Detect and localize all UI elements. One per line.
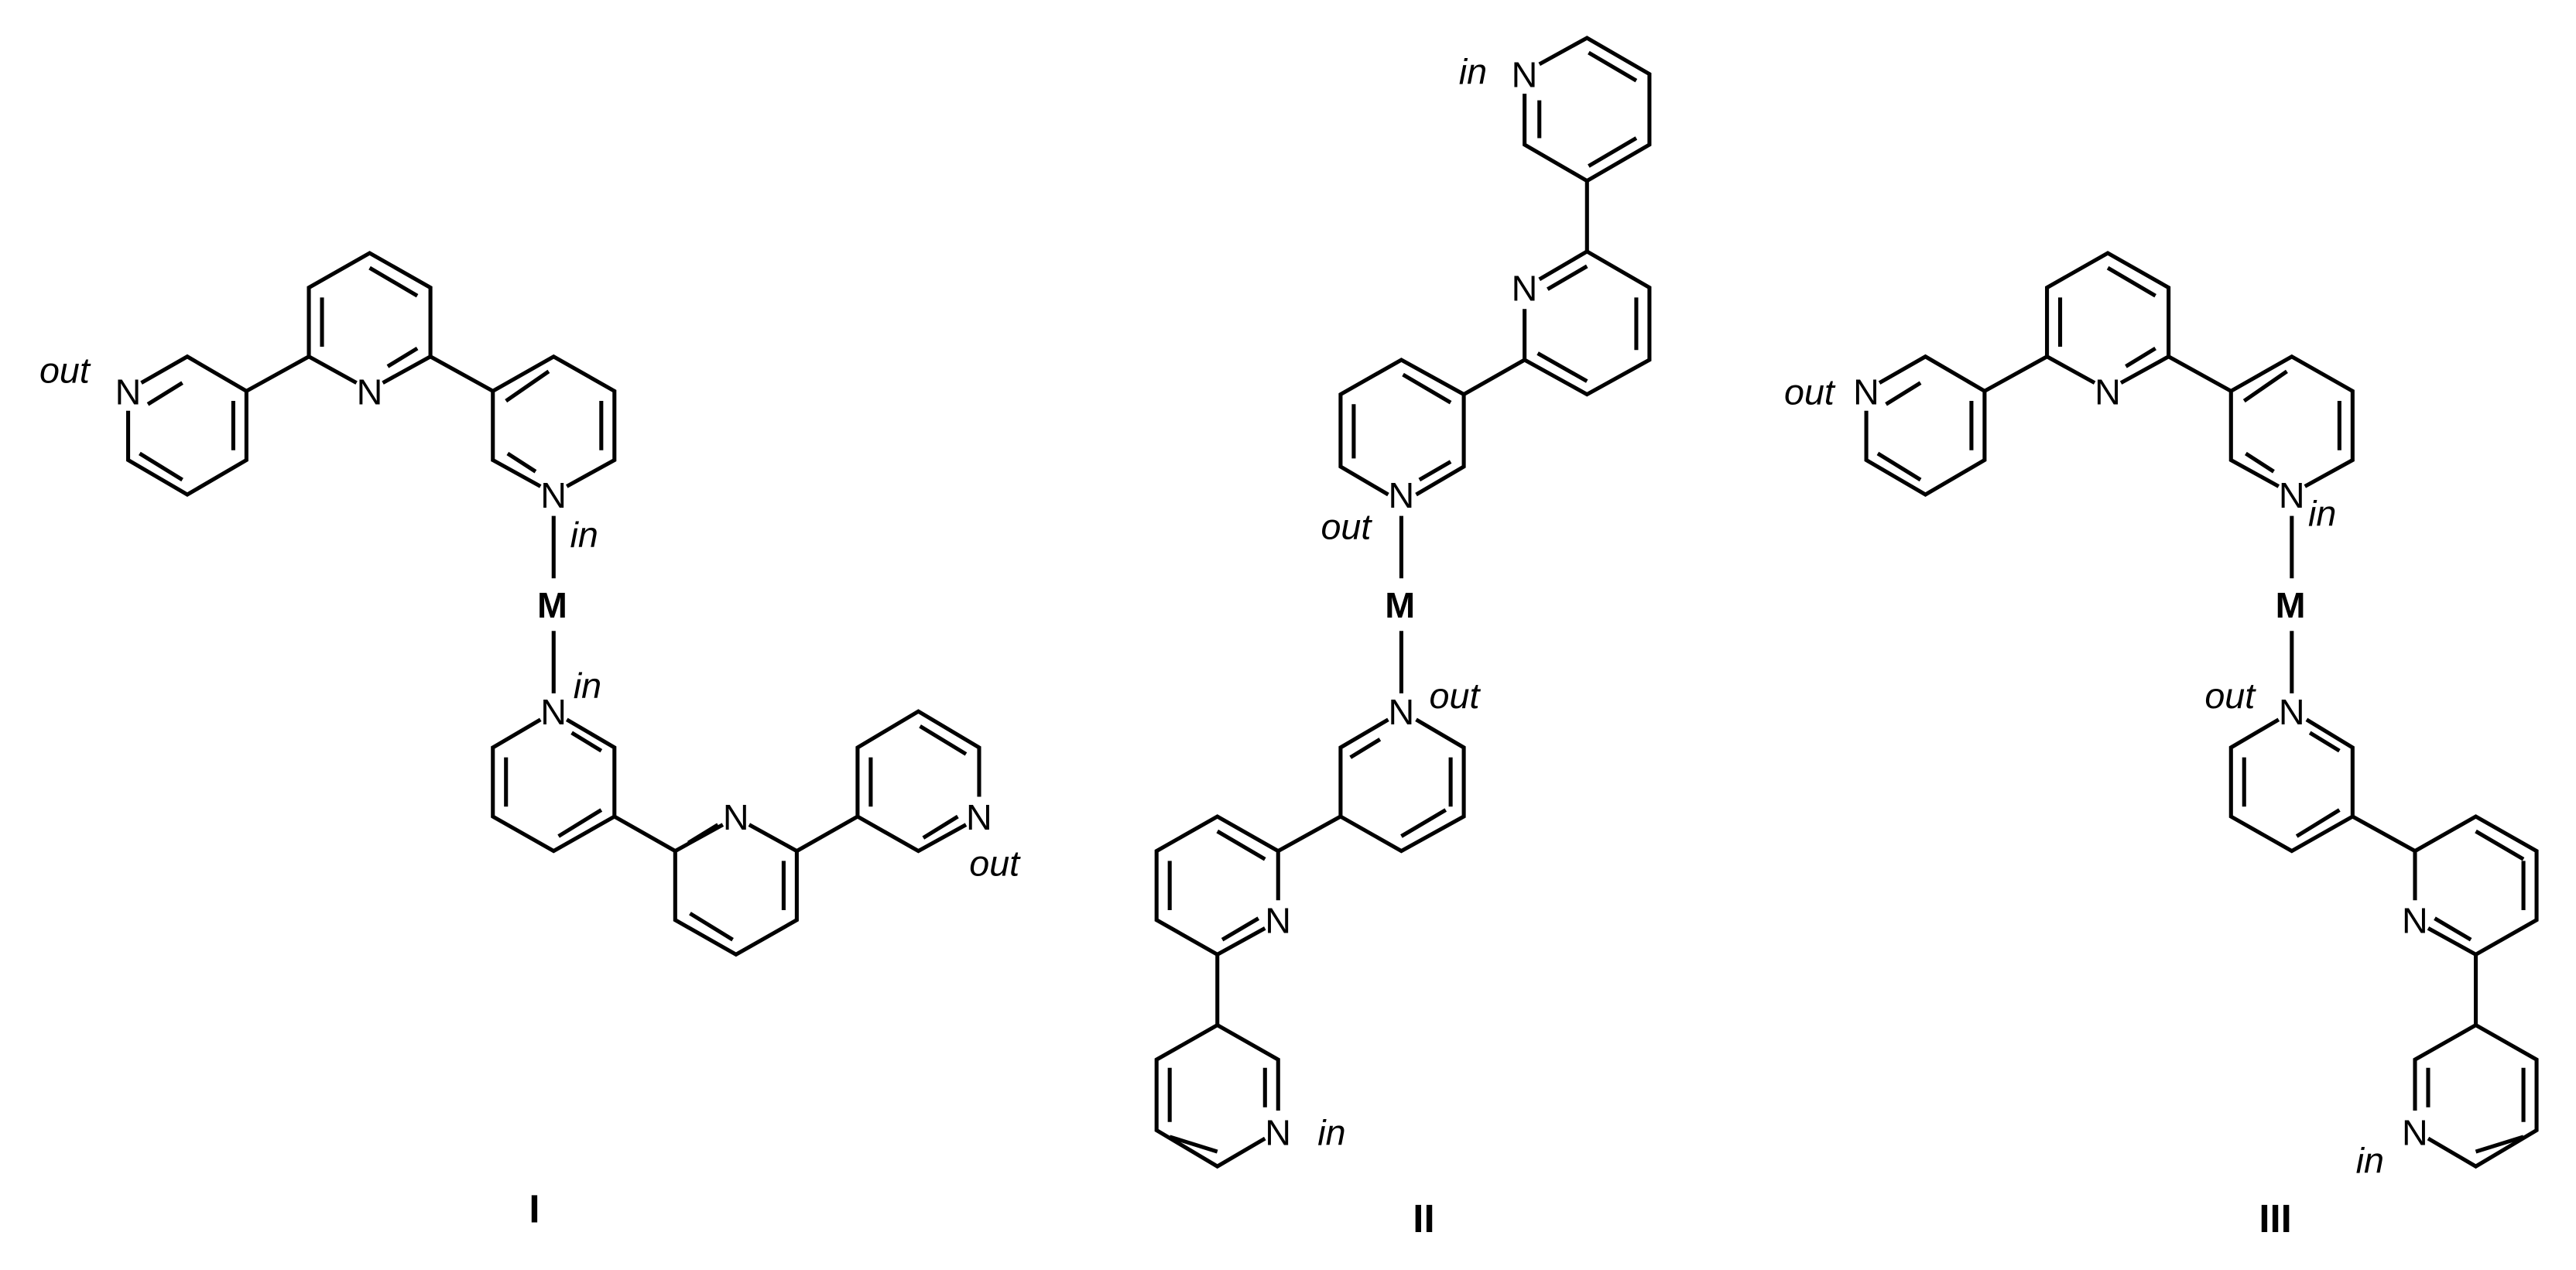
atom-N-outer: N [1512,55,1538,95]
label-in: in [2308,493,2336,533]
caption-II: II [1413,1196,1434,1241]
lower-ligand-II: N out N N in [1154,676,1482,1169]
atom-N-coordinating: N [1388,475,1414,515]
metal-center: M [537,585,567,625]
atom-N-central: N [723,797,749,837]
atom-N-coordinating: N [1388,692,1414,732]
label-in: in [570,515,598,555]
atom-N-central: N [1265,901,1291,941]
label-in: in [2356,1141,2384,1181]
label-in: in [1317,1113,1345,1153]
atom-N-coordinating: N [540,692,567,732]
atom-N-outer: N [1265,1113,1291,1153]
label-out: out [1430,676,1482,716]
atom-N-outer: N [2402,1113,2428,1153]
label-out: out [39,351,91,391]
caption-III: III [2259,1196,2291,1241]
caption-I: I [529,1186,540,1231]
atom-N-central: N [2095,371,2121,412]
atom-N-coordinating: N [2279,475,2305,515]
atom-N-central: N [2402,901,2428,941]
atom-N-coordinating: N [540,475,567,515]
lower-ligand-III: N out N N in [2204,676,2539,1181]
label-in: in [1459,51,1487,91]
label-out: out [1321,506,1372,546]
label-in: in [574,666,601,706]
atom-N-coordinating: N [2279,692,2305,732]
atom-N-outer: N [966,797,992,837]
structure-II: N in N N out M [1154,36,1652,1241]
metal-center: M [1385,585,1415,625]
structure-III: N out N N in M [1784,251,2539,1241]
upper-ligand-I: N out N N in [39,251,617,555]
structure-I: N out N N in M [39,251,1021,1231]
atom-N-central: N [1512,269,1538,309]
label-out: out [2204,676,2256,716]
upper-ligand-III: N out N N in [1784,251,2355,533]
label-out: out [969,843,1021,883]
lower-ligand-I: N in N N out [491,666,1021,957]
metal-center: M [2276,585,2306,625]
atom-N-outer: N [1853,371,1879,412]
atom-N-central: N [357,371,383,412]
upper-ligand-II: N in N N out [1321,36,1652,546]
atom-N-outer: N [115,371,142,412]
label-out: out [1784,371,1836,412]
